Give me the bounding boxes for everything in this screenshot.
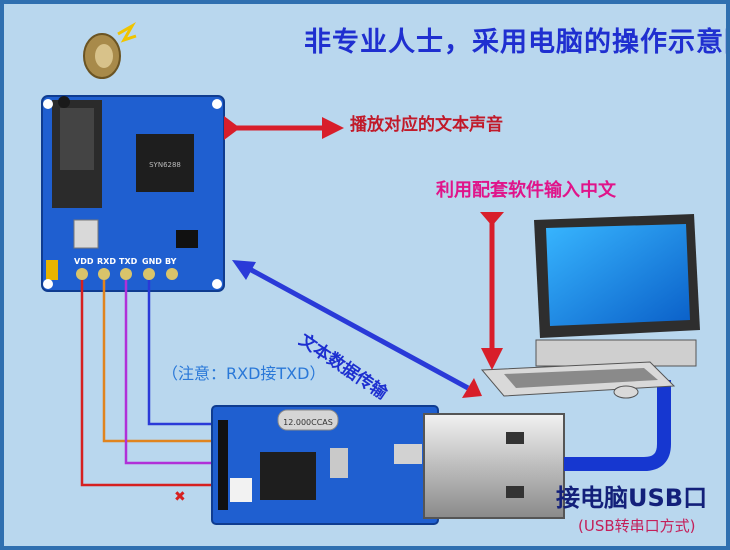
computer-icon bbox=[480, 214, 700, 399]
arrow-input-down bbox=[480, 212, 504, 370]
page-title: 非专业人士，采用电脑的操作示意图 bbox=[304, 27, 730, 58]
label-input-chinese: 利用配套软件输入中文 bbox=[436, 180, 616, 201]
wire-vdd bbox=[80, 280, 214, 487]
label-wiring-note: （注意：RXD接TXD） bbox=[162, 364, 326, 383]
pin-label-by: BY bbox=[165, 257, 177, 266]
wire-rxd bbox=[102, 280, 214, 443]
arrow-data-transfer bbox=[232, 260, 482, 398]
pin-label-txd: TXD bbox=[119, 257, 138, 266]
label-play-audio: 播放对应的文本声音 bbox=[350, 115, 503, 135]
wire-txd bbox=[124, 280, 214, 465]
diagram-graphics: SYN6288 ✖ bbox=[41, 21, 700, 525]
label-usb-mode: (USB转串口方式) bbox=[578, 517, 696, 535]
connection-wires bbox=[80, 280, 214, 487]
tts-module-board: SYN6288 bbox=[41, 95, 225, 292]
usb-plug bbox=[423, 413, 565, 519]
wire-gnd bbox=[147, 280, 214, 426]
speaker-icon bbox=[83, 21, 137, 79]
pin-label-rxd: RXD bbox=[97, 257, 116, 266]
pin-label-vdd: VDD bbox=[74, 257, 94, 266]
pin-label-gnd: GND bbox=[142, 257, 162, 266]
crystal-marking: 12.000CCAS bbox=[283, 418, 333, 427]
disconnected-x-mark: ✖ bbox=[174, 489, 186, 505]
label-usb-port: 接电脑USB口 bbox=[556, 484, 708, 512]
usb-cable bbox=[564, 380, 671, 471]
svg-text:SYN6288: SYN6288 bbox=[149, 161, 181, 169]
arrow-to-audio bbox=[224, 116, 344, 140]
module-pin-header bbox=[76, 268, 178, 280]
usb-serial-adapter bbox=[211, 405, 439, 525]
